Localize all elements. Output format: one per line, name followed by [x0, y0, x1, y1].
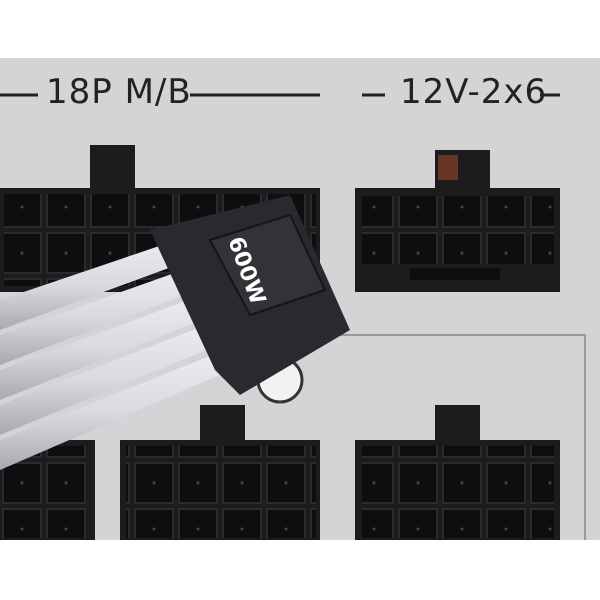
mb-connector-label: 18P M/B	[46, 72, 192, 112]
gpu-connector-label: 12V-2x6	[400, 72, 548, 112]
bottom-right-socket	[355, 405, 560, 540]
bottom-middle-socket	[120, 405, 320, 540]
cable-connector: 600W	[150, 195, 350, 395]
gpu-12v-2x6-socket	[355, 150, 560, 292]
